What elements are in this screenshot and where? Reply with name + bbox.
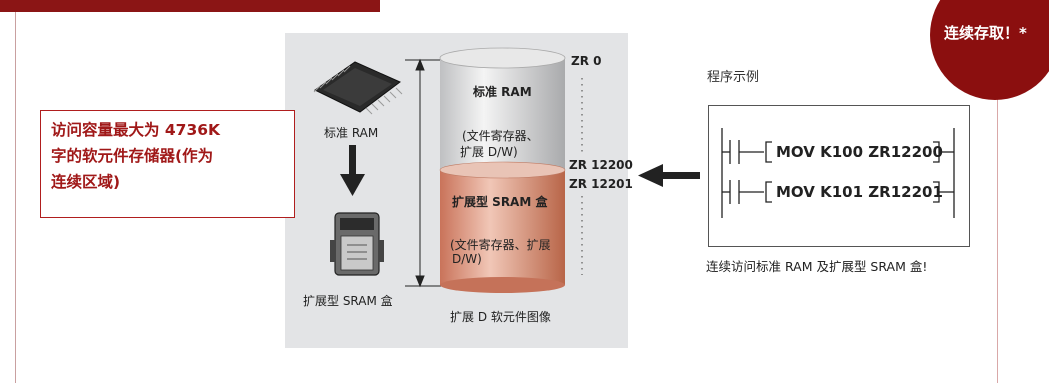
left-rule xyxy=(15,12,16,383)
badge-text: 连续存取！* xyxy=(944,24,1027,42)
address-mid-b: ZR 12201 xyxy=(569,177,633,191)
right-rule xyxy=(997,90,998,383)
program-title: 程序示例 xyxy=(707,70,760,85)
capacity-bracket xyxy=(405,58,445,288)
address-start: ZR 0 xyxy=(571,54,602,68)
cylinder-top-title: 标准 RAM xyxy=(473,85,532,99)
ladder-diagram xyxy=(721,128,955,218)
callout-line-1: 访问容量最大为 4736K xyxy=(51,121,221,139)
sram-cassette-icon xyxy=(330,212,384,276)
address-mid-a: ZR 12200 xyxy=(569,158,633,172)
program-caption: 连续访问标准 RAM 及扩展型 SRAM 盒! xyxy=(706,259,928,274)
top-accent-bar xyxy=(0,0,380,12)
cylinder-caption: 扩展 D 软元件图像 xyxy=(450,310,551,324)
ram-chip-icon xyxy=(313,61,403,115)
cylinder-bottom-desc-1: (文件寄存器、扩展 xyxy=(450,238,551,252)
cylinder-top-desc-1: (文件寄存器、 xyxy=(462,129,539,143)
down-arrow-icon xyxy=(340,145,365,196)
instruction-2: MOV K101 ZR12201 xyxy=(776,183,943,201)
sram-label: 扩展型 SRAM 盒 xyxy=(303,294,393,308)
cylinder-top-desc-2: 扩展 D/W) xyxy=(460,145,518,159)
cylinder-bottom-desc-2: D/W) xyxy=(452,252,482,266)
chip-label: 标准 RAM xyxy=(324,126,379,140)
memory-cylinder xyxy=(439,47,566,293)
cylinder-bottom-title: 扩展型 SRAM 盒 xyxy=(452,195,548,209)
callout-line-3: 连续区域) xyxy=(51,173,121,191)
capacity-callout: 访问容量最大为 4736K 字的软元件存储器(作为 连续区域) xyxy=(40,110,295,218)
callout-line-2: 字的软元件存储器(作为 xyxy=(51,147,214,165)
left-arrow-icon xyxy=(638,164,700,187)
instruction-1: MOV K100 ZR12200 xyxy=(776,143,943,161)
program-box xyxy=(708,105,970,247)
